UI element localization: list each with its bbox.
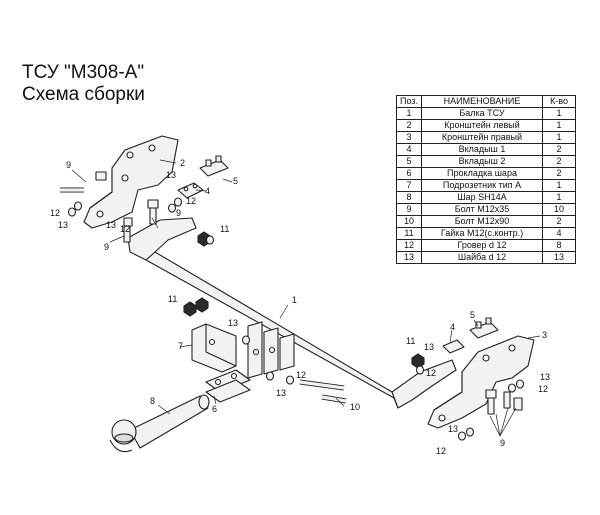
title-product: ТСУ "М308-А" bbox=[22, 62, 145, 83]
insert-2-right bbox=[469, 317, 499, 339]
callout-9: 9 bbox=[104, 242, 109, 252]
callout-7: 7 bbox=[178, 341, 183, 351]
socket-plate-part bbox=[191, 323, 237, 373]
callout-13: 13 bbox=[166, 170, 176, 180]
leader-lines bbox=[71, 159, 541, 437]
callout-12: 12 bbox=[436, 446, 446, 456]
callout-5: 5 bbox=[470, 310, 475, 320]
title-subtitle: Схема сборки bbox=[22, 84, 145, 105]
callout-9: 9 bbox=[500, 438, 505, 448]
callout-12: 12 bbox=[296, 370, 306, 380]
insert-2-left bbox=[199, 155, 229, 177]
ball-spacer-part bbox=[205, 369, 251, 403]
callout-1: 1 bbox=[292, 295, 297, 305]
callout-3: 3 bbox=[542, 330, 547, 340]
callout-12: 12 bbox=[50, 208, 60, 218]
callout-4: 4 bbox=[205, 186, 210, 196]
callout-13: 13 bbox=[424, 342, 434, 352]
callout-11: 11 bbox=[220, 224, 229, 234]
callout-4: 4 bbox=[450, 322, 455, 332]
callout-13: 13 bbox=[106, 220, 116, 230]
callout-13: 13 bbox=[228, 318, 238, 328]
left-bracket-part bbox=[83, 135, 179, 229]
callout-10: 10 bbox=[350, 402, 360, 412]
insert-1-right bbox=[442, 339, 465, 354]
callout-13: 13 bbox=[448, 424, 458, 434]
callout-12: 12 bbox=[538, 384, 548, 394]
parts-table-header: Поз. НАИМЕНОВАНИЕ К-во bbox=[396, 95, 576, 108]
callout-11: 11 bbox=[406, 336, 415, 346]
row-qty: 13 bbox=[542, 251, 576, 264]
washer-part bbox=[67, 197, 525, 441]
callout-12: 12 bbox=[120, 224, 130, 234]
row-name: Шайба d 12 bbox=[421, 251, 543, 264]
bolt-part bbox=[60, 171, 523, 415]
callout-8: 8 bbox=[150, 396, 155, 406]
callout-12: 12 bbox=[186, 196, 196, 206]
diagram-title: ТСУ "М308-А" Схема сборки bbox=[22, 62, 145, 106]
tow-ball-part bbox=[109, 394, 210, 453]
callout-12: 12 bbox=[426, 368, 436, 378]
insert-1-left bbox=[177, 182, 204, 199]
callout-labels: 1 2 3 4 4 5 5 6 7 8 9 9 9 9 10 11 11 11 … bbox=[50, 158, 550, 456]
callout-6: 6 bbox=[212, 404, 217, 414]
tow-beam-part bbox=[127, 217, 457, 409]
callout-9: 9 bbox=[176, 208, 181, 218]
nut-part bbox=[183, 231, 425, 369]
callout-13: 13 bbox=[540, 372, 550, 382]
ball-mount-plates bbox=[247, 321, 295, 379]
callout-11: 11 bbox=[168, 294, 177, 304]
callout-13: 13 bbox=[58, 220, 68, 230]
callout-5: 5 bbox=[233, 176, 238, 186]
callout-2: 2 bbox=[180, 158, 185, 168]
callout-9: 9 bbox=[66, 160, 71, 170]
long-bolt-part bbox=[299, 379, 347, 404]
callout-13: 13 bbox=[276, 388, 286, 398]
